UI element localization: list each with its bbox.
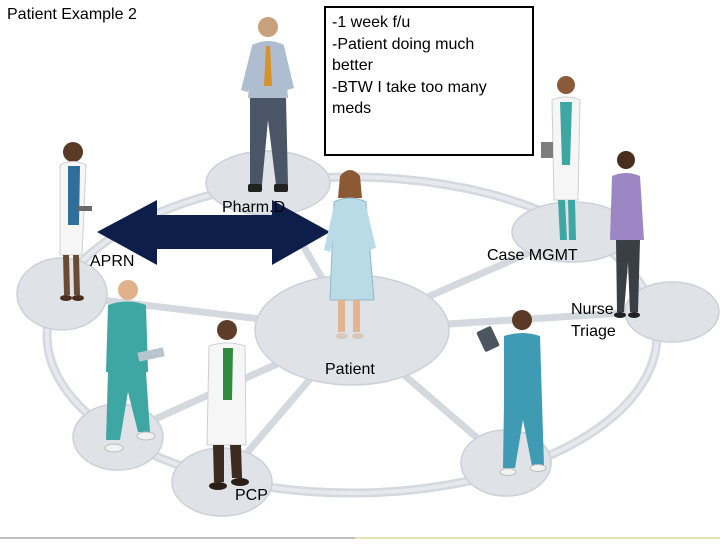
scrubs-person-right	[476, 310, 547, 476]
platform-nurse-triage	[624, 281, 720, 343]
note-line: meds	[332, 100, 372, 117]
label-pharmd: Pharm.D	[222, 199, 286, 216]
label-aprn: APRN	[90, 253, 135, 270]
aprn-person	[59, 142, 92, 301]
label-nurse: Nurse	[571, 301, 614, 318]
label-pcp: PCP	[235, 487, 268, 504]
patient-person	[324, 170, 376, 339]
note-line: -1 week f/u	[332, 14, 411, 31]
platform-aprn	[16, 257, 108, 331]
note-line: -Patient doing much	[332, 35, 475, 53]
note-line: better	[332, 57, 373, 74]
note-box: -1 week f/u -Patient doing much better -…	[324, 6, 534, 156]
page-title: Patient Example 2	[7, 6, 137, 23]
pcp-person	[206, 320, 249, 490]
label-triage: Triage	[571, 323, 616, 340]
note-line: -BTW I take too many	[332, 78, 487, 96]
node-platforms	[16, 150, 720, 517]
bottom-rule	[0, 537, 720, 540]
label-patient: Patient	[325, 361, 375, 378]
label-case-mgmt: Case MGMT	[487, 247, 578, 264]
scrubs-person-left	[104, 280, 165, 453]
case-mgmt-person	[541, 76, 581, 240]
pharmd-person	[241, 17, 294, 192]
nurse-triage-person	[610, 151, 644, 318]
double-arrow	[97, 200, 330, 265]
